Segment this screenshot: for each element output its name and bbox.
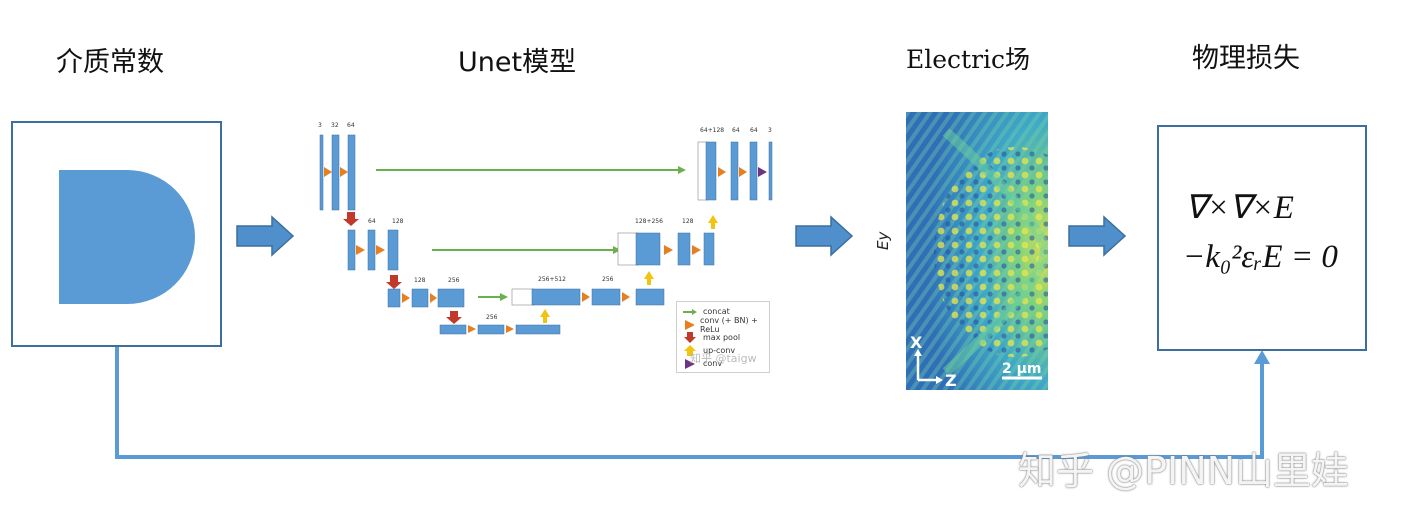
dielectric-box (11, 121, 222, 347)
unet-label: 256 (602, 276, 614, 283)
dielectric-shape-icon (59, 170, 195, 304)
unet-label: 3 (768, 127, 772, 134)
unet-diagram: 3 32 64 64+128 64 64 3 64 128 (318, 122, 773, 335)
flow-arrow-2-icon (795, 215, 854, 257)
legend-label: up-conv (703, 346, 736, 355)
unet-level1-decoder: 64+128 64 64 3 (697, 127, 773, 201)
title-physics-loss: 物理损失 (1192, 43, 1300, 74)
equation-line1: ∇×∇×E (1185, 190, 1294, 226)
unet-label: 128 (414, 277, 426, 284)
unet-label: 64 (750, 127, 758, 134)
unet-label: 64 (732, 127, 740, 134)
field-z-axis: Z (945, 371, 957, 390)
unet-label: 128 (682, 218, 694, 225)
legend-label: conv (+ BN) + ReLu (700, 315, 758, 334)
flow-arrow-1-icon (236, 215, 295, 257)
inner-watermark: 知乎 @taigw (690, 352, 757, 365)
unet-label: 32 (331, 122, 339, 129)
legend-label: conv (703, 359, 723, 368)
field-x-axis: X (910, 333, 923, 352)
unet-level2-encoder: 64 128 (347, 218, 404, 271)
unet-level1-encoder: 3 32 64 (318, 122, 356, 211)
unet-level3-decoder: 256+512 256 (511, 276, 665, 306)
legend-item: conv (+ BN) + ReLu (683, 315, 763, 334)
unet-label: 64 (368, 218, 376, 225)
green-arrow-icon (683, 308, 697, 315)
legend-item: max pool (683, 331, 763, 344)
watermark: 知乎 @PINN山里娃 (1018, 449, 1350, 493)
physics-loss-box: ∇×∇×E −k₀²εᵣE = 0 (1157, 125, 1367, 351)
field-axis-label: Ey (874, 232, 892, 250)
unet-label: 3 (318, 122, 322, 129)
unet-level3-encoder: 128 256 (387, 277, 465, 308)
unet-label: 256 (448, 277, 460, 284)
title-dielectric: 介质常数 (56, 47, 164, 78)
field-scalebar-label: 2 μm (1002, 361, 1042, 377)
electric-field-image: X Z 2 μm (906, 112, 1048, 390)
legend-item: conv (683, 357, 763, 370)
red-down-arrow-icon (684, 332, 696, 343)
orange-triangle-icon (685, 319, 695, 330)
flow-arrow-3-icon (1068, 215, 1127, 257)
unet-label: 256+512 (538, 276, 566, 283)
field-axes-icon (914, 349, 943, 384)
unet-legend: concat conv (+ BN) + ReLu max pool up-co… (676, 301, 770, 373)
purple-triangle-icon (685, 358, 695, 369)
unet-label: 128 (392, 218, 404, 225)
field-axis-label-text: Ey (874, 231, 892, 250)
title-unet: Unet模型 (458, 47, 577, 78)
unet-level2-decoder: 128+256 128 (617, 218, 715, 266)
unet-label: 256 (486, 314, 498, 321)
unet-level4-bottleneck: 256 (439, 314, 561, 335)
equation-line2: −k₀²εᵣE = 0 (1183, 239, 1338, 275)
title-electric: Electric场 (906, 45, 1031, 74)
unet-label: 64+128 (700, 127, 724, 134)
legend-item: up-conv (683, 344, 763, 357)
legend-label: max pool (703, 333, 741, 342)
yellow-up-arrow-icon (684, 345, 696, 356)
unet-label: 128+256 (635, 218, 663, 225)
unet-label: 64 (347, 122, 355, 129)
legend-item: concat (683, 305, 763, 318)
legend-label: concat (703, 307, 730, 316)
